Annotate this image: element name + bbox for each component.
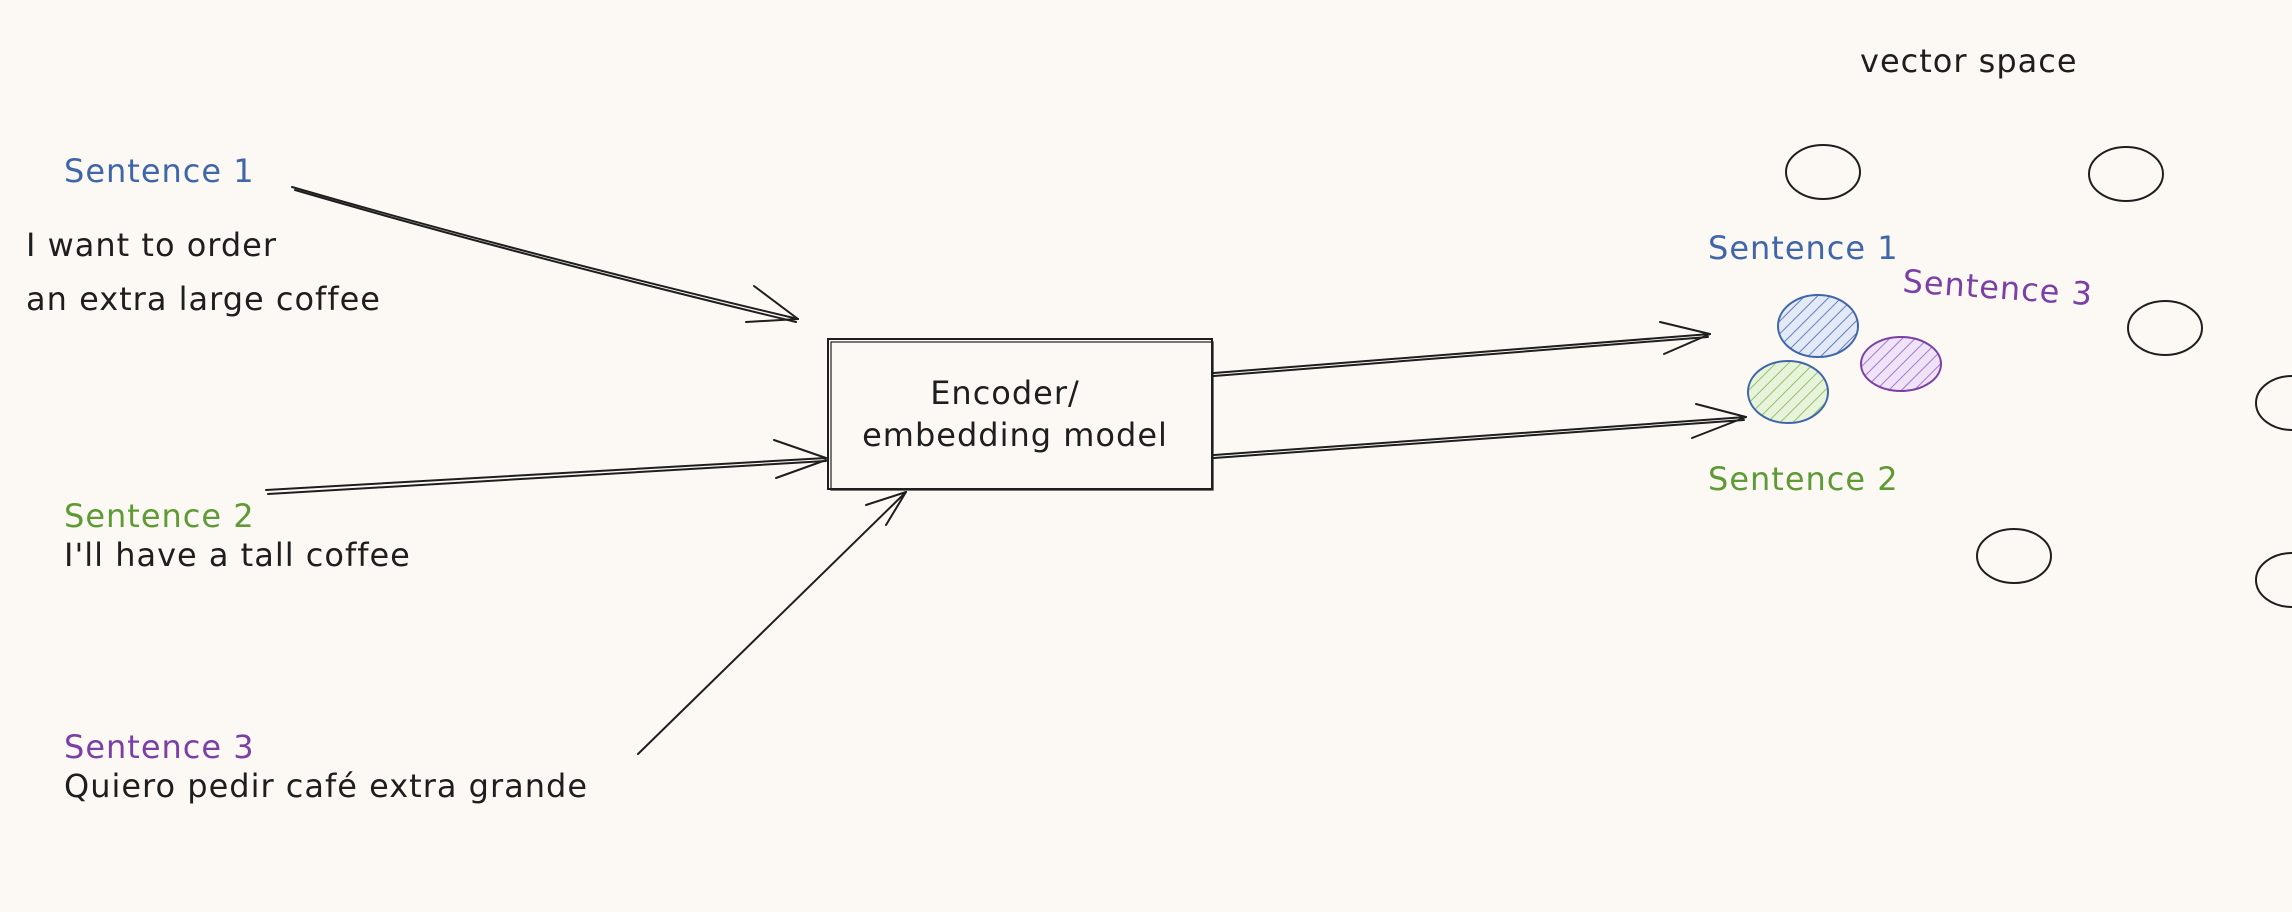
sentence-1-text-line-1: I want to order	[26, 226, 277, 264]
vector-space-title: vector space	[1860, 42, 2078, 80]
embedding-label-sentence-3: Sentence 3	[1901, 262, 2094, 313]
embedding-sentence-3: Sentence 3	[1860, 262, 2094, 392]
arrow-sentence-2-to-encoder	[265, 439, 827, 495]
embedding-sentence-2: Sentence 2	[1708, 360, 1899, 498]
arrow-encoder-to-embedding-2	[1213, 403, 1747, 459]
sentence-1-label: Sentence 1	[64, 152, 255, 190]
embedding-point-sentence-2	[1747, 360, 1829, 424]
arrow-sentence-1-to-encoder	[291, 186, 799, 323]
vector-point	[2127, 300, 2203, 356]
input-sentence-3: Sentence 3 Quiero pedir café extra grand…	[64, 728, 588, 805]
embedding-point-sentence-3	[1860, 336, 1942, 392]
vector-point	[1976, 528, 2052, 584]
encoder-box-border	[827, 338, 1213, 490]
sentence-2-label: Sentence 2	[64, 497, 255, 535]
sentence-1-text-line-2: an extra large coffee	[26, 280, 381, 318]
arrow-encoder-to-embedding-1	[1213, 321, 1711, 377]
vector-point	[2255, 552, 2292, 608]
vector-point	[2088, 146, 2164, 202]
vector-space-points	[1785, 144, 2292, 608]
embedding-label-sentence-2: Sentence 2	[1708, 460, 1899, 498]
input-sentence-1: Sentence 1 I want to order an extra larg…	[26, 152, 381, 318]
sentence-3-text: Quiero pedir café extra grande	[64, 767, 588, 805]
sentence-3-label: Sentence 3	[64, 728, 255, 766]
vector-point	[1785, 144, 1861, 200]
sentence-2-text: I'll have a tall coffee	[64, 536, 411, 574]
encoder-box: Encoder/ embedding model	[827, 338, 1214, 491]
encoder-label-line-2: embedding model	[862, 416, 1168, 454]
embedding-sentence-1: Sentence 1	[1708, 229, 1899, 358]
arrow-sentence-3-to-encoder	[637, 491, 907, 755]
encoder-label-line-1: Encoder/	[930, 374, 1080, 412]
vector-point	[2255, 375, 2292, 431]
input-sentence-2: Sentence 2 I'll have a tall coffee	[64, 497, 411, 574]
embedding-label-sentence-1: Sentence 1	[1708, 229, 1899, 267]
embedding-point-sentence-1	[1777, 294, 1859, 358]
